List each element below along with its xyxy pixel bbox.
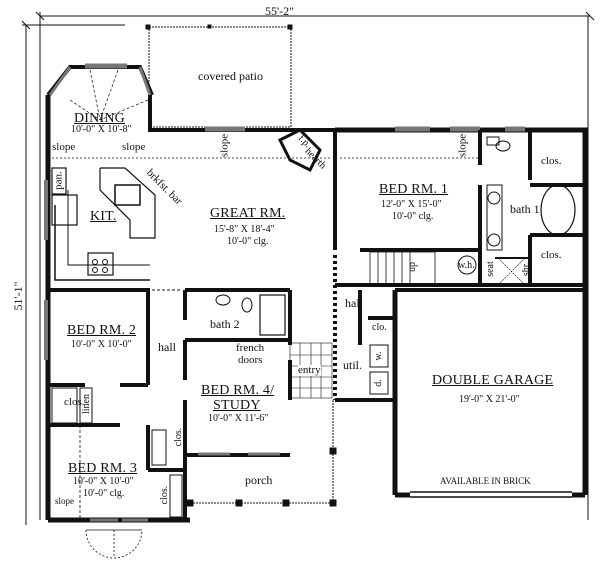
bath-1-closet-top-label: clos. — [541, 155, 562, 167]
slope-label-bed-1: slope — [456, 133, 469, 158]
bedroom-1-ceiling: 10'-0" clg. — [392, 211, 434, 222]
slope-label-dining-left: slope — [52, 141, 76, 153]
bedroom-2-size: 10'-0" X 10'-0" — [71, 339, 132, 350]
dining-room-label: DINING — [74, 111, 125, 126]
slope-label-great-room: slope — [218, 133, 231, 158]
bedroom-3-ceiling: 10'-0" clg. — [83, 488, 125, 499]
bedroom-3-closet-b-label: clos. — [159, 485, 170, 505]
washer-label: w. — [373, 351, 384, 361]
closet-small-label: clo. — [372, 322, 387, 333]
bedroom-2-closet-label: clos. — [64, 396, 85, 408]
bedroom-4-size: 10'-0" X 11'-6" — [208, 413, 269, 424]
great-room-size: 15'-8" X 18'-4" — [214, 224, 275, 235]
bedroom-1-size: 12'-0" X 15'-0" — [381, 199, 442, 210]
utility-label: util. — [343, 358, 363, 372]
garage-label: DOUBLE GARAGE — [432, 373, 554, 388]
bedroom-3-label: BED RM. 3 — [68, 461, 138, 476]
bedroom-1-label: BED RM. 1 — [379, 182, 449, 197]
bedroom-3-size: 10'-0" X 10'-0" — [73, 476, 134, 487]
bedroom-2-label: BED RM. 2 — [67, 323, 137, 338]
entry-label: entry — [298, 364, 321, 376]
water-heater-label: w.h. — [458, 260, 475, 271]
kitchen-label: KIT. — [90, 209, 117, 224]
bath-1-label: bath 1 — [510, 202, 540, 216]
linen-label: linen — [81, 394, 92, 414]
shower-label: shr. — [521, 261, 532, 277]
bedroom-4-label-line1: BED RM. 4/ — [201, 383, 275, 398]
depth-dimension-label: 51'-1" — [11, 281, 25, 311]
slope-label-dining-right: slope — [122, 141, 146, 153]
garage-note: AVAILABLE IN BRICK — [440, 476, 531, 486]
french-doors-label-line2: doors — [238, 354, 263, 366]
bath-2-label: bath 2 — [210, 317, 240, 331]
hall-right-label: hall — [345, 296, 363, 310]
hall-left-label: hall — [158, 340, 176, 354]
great-room-ceiling: 10'-0" clg. — [227, 236, 269, 247]
bath-1-closet-bottom-label: clos. — [541, 249, 562, 261]
slope-label-bed-3: slope — [55, 496, 74, 506]
garage-size: 19'-0" X 21'-0" — [459, 394, 520, 405]
pantry-label: pan. — [52, 171, 65, 190]
bedroom-3-closet-a-label: clos. — [173, 427, 184, 447]
french-doors-label-line1: french — [236, 342, 265, 354]
porch-label: porch — [245, 473, 273, 487]
stairs-up-label: up — [407, 262, 418, 272]
dryer-label: d. — [373, 379, 384, 387]
bedroom-4-label-line2: STUDY — [213, 398, 261, 413]
dining-room-size: 10'-0" X 10'-8" — [71, 124, 132, 135]
covered-patio-label: covered patio — [198, 69, 263, 83]
seat-label: seat — [485, 261, 496, 277]
width-dimension-label: 55'-2" — [265, 4, 295, 18]
great-room-label: GREAT RM. — [210, 206, 286, 221]
